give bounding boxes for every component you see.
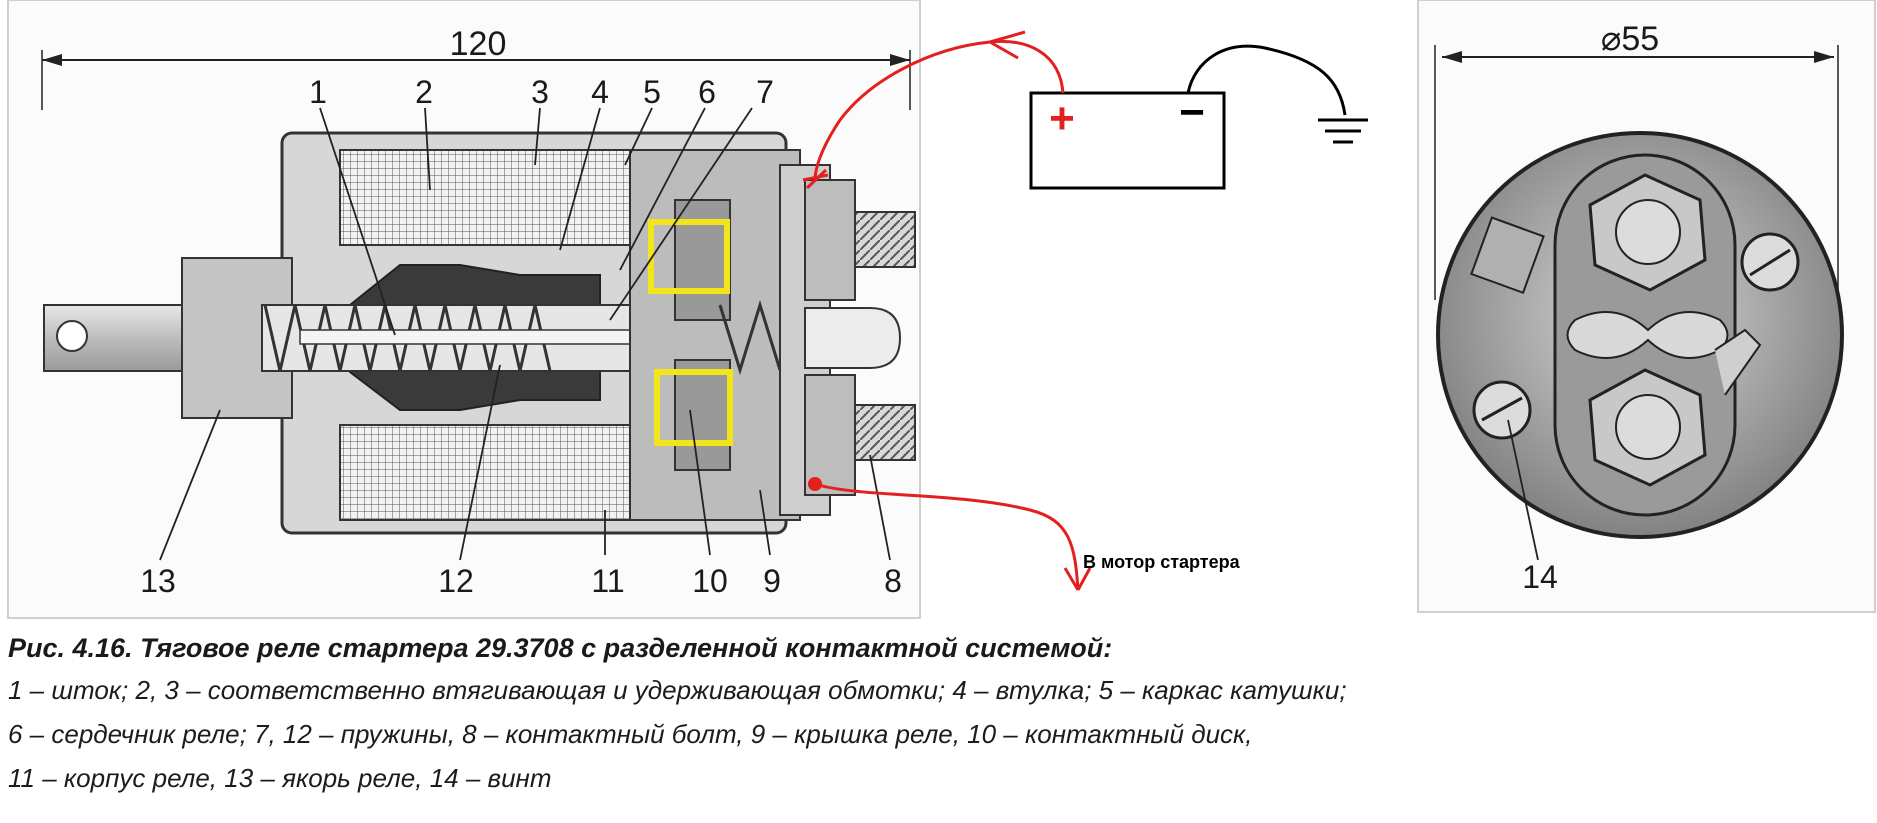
callout-14: 14 bbox=[1522, 559, 1558, 595]
motor-wire bbox=[814, 482, 1080, 591]
motor-label: В мотор стартера bbox=[1083, 552, 1241, 572]
armature-eye bbox=[56, 320, 88, 352]
terminal-bolt-bottom bbox=[1588, 368, 1707, 487]
caption-line: 6 – сердечник реле; 7, 12 – пружины, 8 –… bbox=[8, 719, 1253, 749]
insulator-block bbox=[1470, 216, 1545, 295]
battery-minus: − bbox=[1179, 88, 1205, 137]
contact-bolt-bottom bbox=[804, 374, 916, 496]
caption-line: 11 – корпус реле, 13 – якорь реле, 14 – … bbox=[8, 763, 552, 793]
positive-wire bbox=[813, 39, 1065, 181]
highlight-box-bottom bbox=[654, 369, 733, 446]
wiring-overlay: + − В мотор стартера bbox=[802, 30, 1368, 591]
callout-2: 2 bbox=[415, 74, 433, 110]
figure-caption: Рис. 4.16. Тяговое реле стартера 29.3708… bbox=[8, 628, 1408, 800]
arrow-icon bbox=[1063, 567, 1092, 591]
terminal-lead bbox=[1714, 328, 1762, 396]
section-view: 120 bbox=[7, 0, 921, 619]
callout-9: 9 bbox=[763, 563, 781, 599]
wire-solder-top bbox=[802, 168, 829, 190]
battery-icon: + − bbox=[1029, 88, 1226, 190]
callout-13: 13 bbox=[140, 563, 176, 599]
terminal-bolt-top bbox=[1588, 173, 1707, 292]
callout-11: 11 bbox=[591, 563, 624, 599]
callout-8: 8 bbox=[884, 563, 902, 599]
battery-plus: + bbox=[1049, 94, 1075, 143]
leader-14 bbox=[1507, 419, 1539, 561]
caption-title: Рис. 4.16. Тяговое реле стартера 29.3708… bbox=[8, 633, 1113, 663]
end-view: ⌀55 14 bbox=[1417, 0, 1876, 613]
callout-1: 1 bbox=[309, 74, 327, 110]
ground-wire bbox=[1186, 44, 1347, 116]
length-value: 120 bbox=[450, 25, 507, 63]
ground-icon bbox=[1318, 118, 1368, 144]
cap-terminal bbox=[804, 307, 902, 369]
wire-arrow-top bbox=[989, 30, 1026, 60]
contact-spring bbox=[718, 299, 782, 376]
callout-10: 10 bbox=[692, 563, 728, 599]
callout-4: 4 bbox=[591, 74, 609, 110]
callout-7: 7 bbox=[756, 74, 774, 110]
callout-5: 5 bbox=[643, 74, 661, 110]
contact-bolt-top bbox=[804, 179, 916, 301]
callout-12: 12 bbox=[438, 563, 474, 599]
caption-line: 1 – шток; 2, 3 – соответственно втягиваю… bbox=[8, 675, 1347, 705]
callout-3: 3 bbox=[531, 74, 549, 110]
length-dimension: 120 bbox=[41, 25, 911, 110]
callout-6: 6 bbox=[698, 74, 716, 110]
highlight-box-top bbox=[648, 219, 730, 294]
leader-lines bbox=[159, 107, 891, 561]
contact-disc-bottom bbox=[674, 359, 731, 471]
contact-disc-top bbox=[674, 199, 731, 321]
diameter-value: ⌀55 bbox=[1601, 20, 1659, 58]
coil-top bbox=[339, 149, 631, 246]
